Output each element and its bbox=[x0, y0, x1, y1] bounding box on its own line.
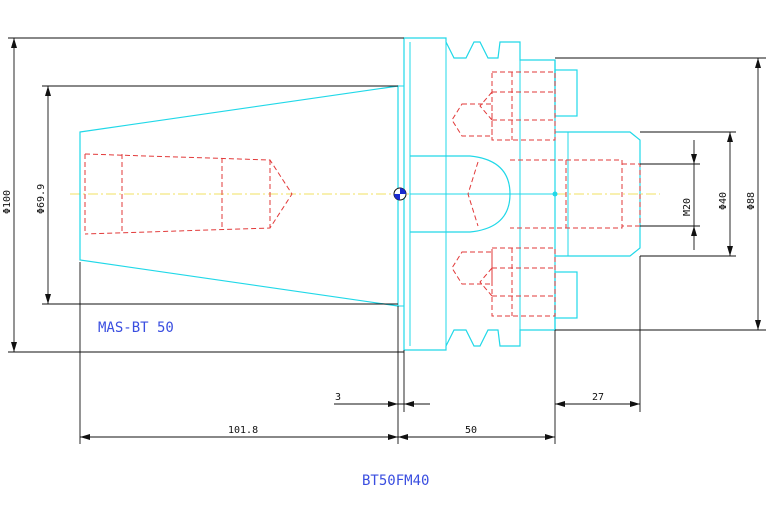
flange-body bbox=[403, 37, 641, 351]
dim-dia-40: Φ40 bbox=[718, 192, 729, 210]
dim-dia-100: Φ100 bbox=[2, 190, 13, 214]
dim-thread-m20: M20 bbox=[682, 198, 693, 216]
dimension-lines bbox=[8, 37, 766, 444]
dim-dia-88: Φ88 bbox=[746, 192, 757, 210]
model-label: MAS-BT 50 bbox=[98, 320, 174, 336]
hidden-features bbox=[84, 71, 641, 317]
dim-length-27: 27 bbox=[592, 392, 604, 403]
dim-length-3: 3 bbox=[335, 392, 341, 403]
taper-shank bbox=[79, 85, 404, 307]
dim-length-101-8: 101.8 bbox=[228, 425, 258, 436]
part-number-label: BT50FM40 bbox=[362, 473, 429, 489]
dim-dia-69-9: Φ69.9 bbox=[36, 184, 47, 214]
datum-center-mark bbox=[393, 187, 558, 201]
dim-length-50: 50 bbox=[465, 425, 477, 436]
